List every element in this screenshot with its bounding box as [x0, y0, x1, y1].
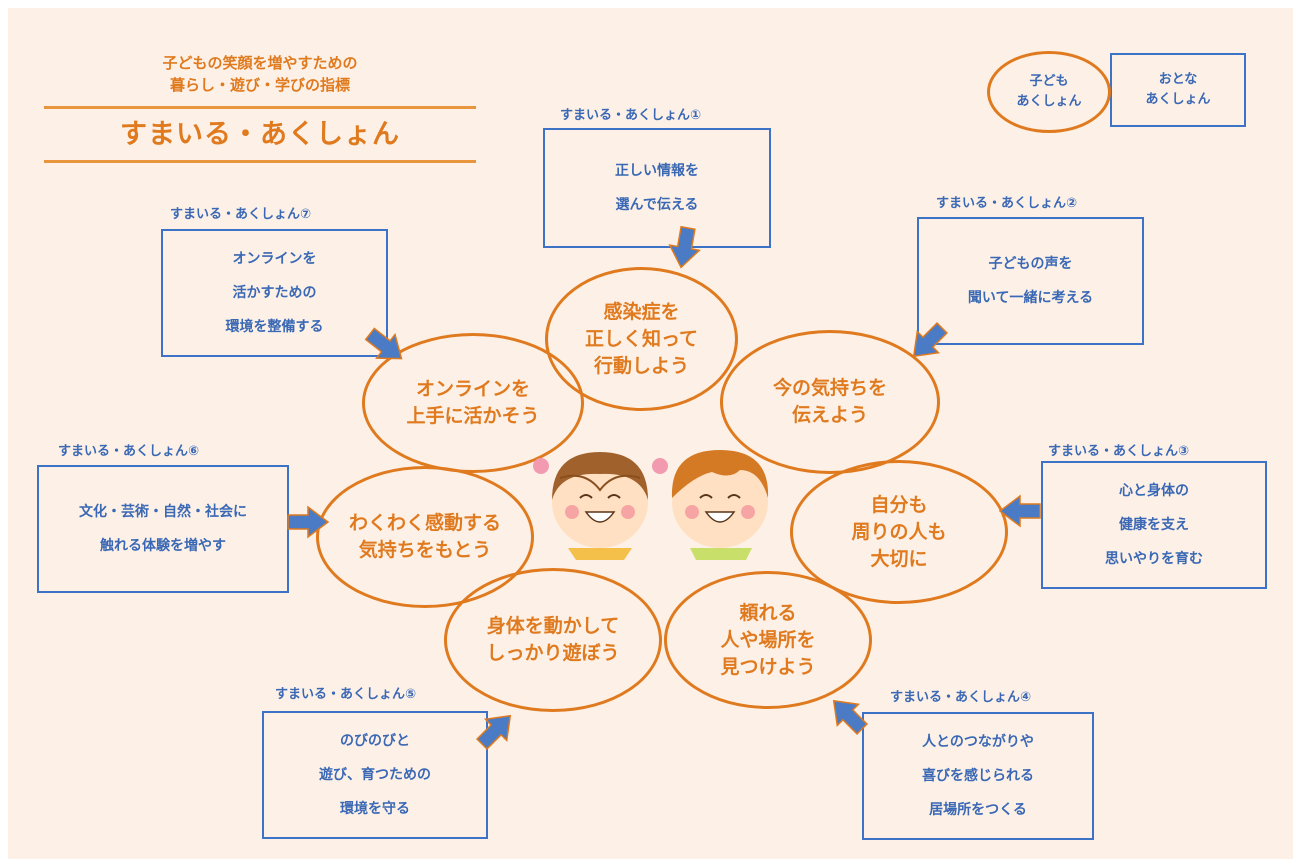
arrow-4-icon	[822, 689, 874, 741]
adult-action-4-line-1: 人とのつながりや	[922, 734, 1034, 750]
adult-action-4-line-3: 居場所をつくる	[929, 802, 1027, 818]
children-illustration	[533, 450, 769, 560]
child-action-6-line-1: わくわく感動する	[348, 512, 501, 534]
child-action-4-line-3: 見つけよう	[720, 655, 816, 678]
child-action-6-line-2: 気持ちをもとう	[358, 539, 492, 561]
adult-action-1-caption: すまいる・あくしょん①	[560, 108, 702, 123]
child-action-7-circle: オンラインを 上手に活かそう	[362, 333, 584, 473]
adult-action-5-line-1: のびのびと	[340, 733, 410, 749]
header-subtitle: 子どもの笑顔を増やすための 暮らし・遊び・学びの指標	[60, 52, 460, 96]
child-action-1-circle: 感染症を 正しく知って 行動しよう	[545, 267, 738, 411]
title-rule-bottom	[44, 160, 476, 163]
arrow-6-icon	[287, 506, 329, 538]
adult-action-7-line-1: オンラインを	[232, 251, 317, 267]
legend-child-action: 子ども あくしょん	[987, 51, 1111, 133]
arrow-5-icon	[470, 704, 522, 756]
child-action-4-line-2: 人や場所を	[720, 628, 816, 651]
adult-action-5-line-3: 環境を守る	[340, 801, 410, 817]
adult-action-4-box: 人とのつながりや 喜びを感じられる 居場所をつくる	[862, 712, 1094, 840]
arrow-1-icon	[665, 224, 704, 271]
legend-child-line-2: あくしょん	[1016, 94, 1082, 109]
adult-action-7-line-2: 活かすための	[232, 285, 317, 301]
adult-action-4-caption: すまいる・あくしょん④	[890, 690, 1032, 705]
legend-child-line-1: 子ども	[1029, 74, 1069, 89]
adult-action-3-box: 心と身体の 健康を支え 思いやりを育む	[1041, 461, 1267, 589]
boy-face-icon	[671, 450, 769, 560]
child-action-1-line-3: 行動しよう	[593, 354, 689, 377]
girl-face-icon	[533, 452, 668, 560]
adult-action-3-caption: すまいる・あくしょん③	[1048, 444, 1190, 459]
child-action-1-line-1: 感染症を	[603, 300, 680, 323]
adult-action-7-line-3: 環境を整備する	[225, 319, 324, 335]
arrow-7-icon	[360, 321, 412, 372]
child-action-7-line-1: オンラインを	[415, 378, 530, 400]
legend-adult-line-1: おとな	[1158, 72, 1198, 87]
child-action-5-line-1: 身体を動かして	[486, 615, 620, 637]
adult-action-7-box: オンラインを 活かすための 環境を整備する	[161, 229, 388, 357]
adult-action-1-box: 正しい情報を 選んで伝える	[543, 128, 771, 248]
adult-action-1-line-2: 選んで伝える	[615, 197, 699, 213]
adult-action-3-line-3: 思いやりを育む	[1105, 551, 1203, 567]
adult-action-6-line-2: 触れる体験を増やす	[100, 538, 226, 554]
child-action-6-circle: わくわく感動する 気持ちをもとう	[316, 466, 534, 608]
child-action-4-circle: 頼れる 人や場所を 見つけよう	[664, 571, 872, 709]
child-action-2-circle: 今の気持ちを 伝えよう	[720, 330, 940, 474]
arrow-3-icon	[999, 495, 1041, 527]
child-action-2-line-1: 今の気持ちを	[772, 377, 887, 399]
child-action-3-line-3: 大切に	[870, 547, 928, 570]
legend-adult-action: おとな あくしょん	[1110, 53, 1246, 127]
child-action-5-circle: 身体を動かして しっかり遊ぼう	[444, 568, 662, 712]
adult-action-3-line-2: 健康を支え	[1119, 517, 1189, 533]
child-action-5-line-2: しっかり遊ぼう	[486, 642, 620, 664]
adult-action-5-line-2: 遊び、育つための	[319, 767, 431, 783]
title-rule-top	[44, 106, 476, 109]
adult-action-7-caption: すまいる・あくしょん⑦	[170, 207, 312, 222]
adult-action-6-box: 文化・芸術・自然・社会に 触れる体験を増やす	[37, 465, 289, 593]
adult-action-1-line-1: 正しい情報を	[615, 163, 699, 179]
adult-action-5-caption: すまいる・あくしょん⑤	[275, 687, 417, 702]
child-action-4-line-1: 頼れる	[739, 601, 797, 624]
adult-action-5-box: のびのびと 遊び、育つための 環境を守る	[262, 711, 488, 839]
legend-adult-line-2: あくしょん	[1145, 92, 1211, 107]
adult-action-2-box: 子どもの声を 聞いて一緒に考える	[917, 217, 1144, 345]
child-action-7-line-2: 上手に活かそう	[406, 405, 540, 427]
child-action-3-circle: 自分も 周りの人も 大切に	[790, 460, 1008, 604]
arrow-2-icon	[902, 316, 954, 368]
subtitle-line-1: 子どもの笑顔を増やすための	[162, 54, 358, 72]
child-action-3-line-2: 周りの人も	[851, 520, 947, 543]
adult-action-2-line-2: 聞いて一緒に考える	[967, 290, 1094, 306]
child-action-2-line-2: 伝えよう	[791, 404, 868, 426]
adult-action-2-line-1: 子どもの声を	[988, 256, 1073, 272]
subtitle-line-2: 暮らし・遊び・学びの指標	[169, 76, 350, 94]
adult-action-6-caption: すまいる・あくしょん⑥	[58, 444, 200, 459]
adult-action-6-line-1: 文化・芸術・自然・社会に	[79, 504, 247, 520]
adult-action-4-line-2: 喜びを感じられる	[922, 768, 1034, 784]
adult-action-2-caption: すまいる・あくしょん②	[936, 196, 1078, 211]
child-action-1-line-2: 正しく知って	[584, 327, 699, 350]
child-action-3-line-1: 自分も	[870, 493, 928, 516]
page-title: すまいる・あくしょん	[120, 119, 400, 150]
adult-action-3-line-1: 心と身体の	[1119, 483, 1189, 499]
